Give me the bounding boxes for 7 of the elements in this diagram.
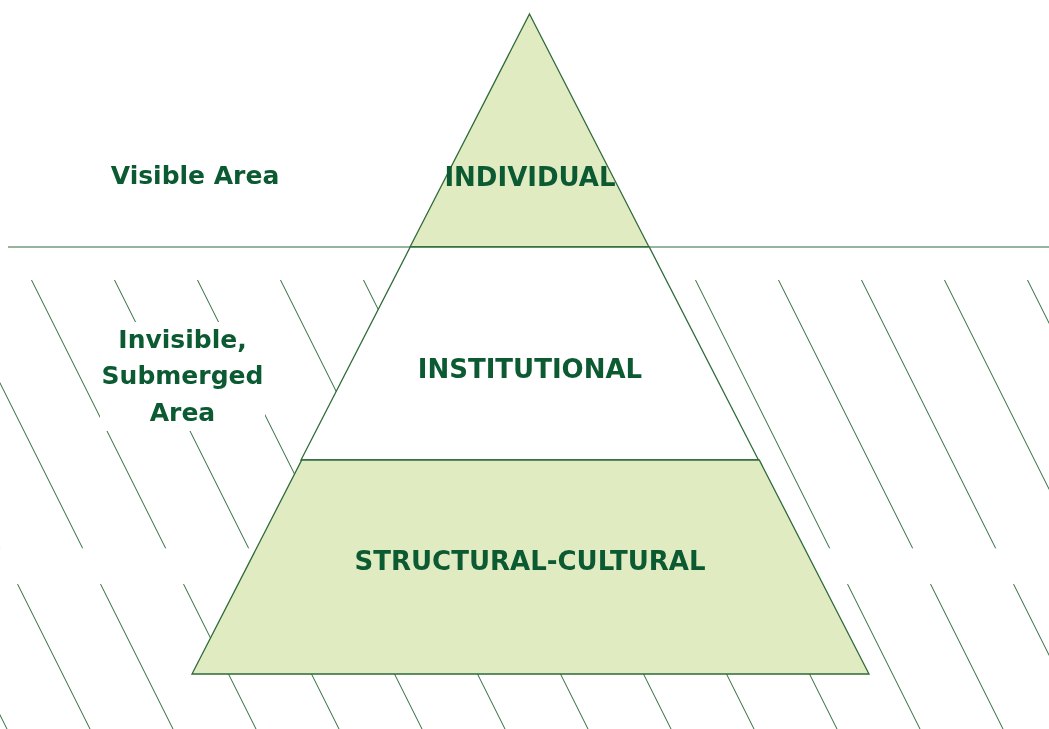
area-label: Invisible, Submerged Area bbox=[100, 322, 265, 431]
tier-label: INDIVIDUAL bbox=[443, 162, 617, 192]
pyramid-tier bbox=[410, 14, 650, 247]
pyramid-tier bbox=[191, 460, 869, 674]
pyramid-tier bbox=[301, 247, 759, 460]
tier-label: INSTITUTIONAL bbox=[416, 354, 644, 384]
tier-label: STRUCTURAL-CULTURAL bbox=[353, 546, 707, 576]
